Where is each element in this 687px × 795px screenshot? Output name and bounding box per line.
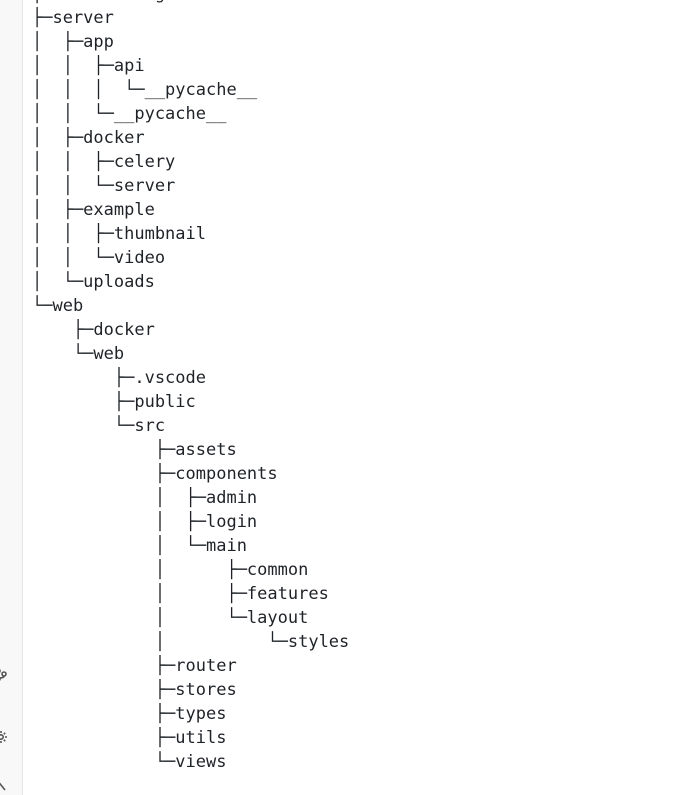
tree-line: │ └─layout: [32, 608, 309, 628]
tree-line: │ ├─docker: [32, 128, 145, 148]
tree-line: ├─types: [32, 704, 227, 724]
tree-line: │ └─uploads: [32, 272, 155, 292]
tree-line: ├─components: [32, 464, 278, 484]
tree-line: │ └─main: [32, 536, 247, 556]
tree-line: ├─utils: [32, 728, 227, 748]
tree-line: │ ├─example: [32, 200, 155, 220]
code-block: ├─docker-images ├─server │ ├─app │ │ ├─a…: [32, 0, 687, 795]
tree-line: └─views: [32, 752, 227, 772]
tree-line: │ └─styles: [32, 632, 350, 652]
tree-line: ├─router: [32, 656, 237, 676]
tree-line: └─web: [32, 296, 84, 316]
tree-line: │ │ └─video: [32, 248, 166, 268]
tree-line: ├─docker: [32, 320, 155, 340]
tree-line: ├─public: [32, 392, 196, 412]
tree-line: │ │ └─server: [32, 176, 176, 196]
tree-line: ├─docker-images: [32, 0, 186, 4]
tree-line: └─web: [32, 344, 125, 364]
tree-line: │ ├─admin: [32, 488, 258, 508]
tree-line: ├─assets: [32, 440, 237, 460]
tree-line: │ ├─app: [32, 32, 114, 52]
directory-tree: ├─docker-images ├─server │ ├─app │ │ ├─a…: [32, 0, 687, 774]
arrow-icon[interactable]: [0, 778, 8, 792]
tree-line: ├─stores: [32, 680, 237, 700]
tree-line: │ ├─common: [32, 560, 309, 580]
tree-line: ├─server: [32, 8, 114, 28]
left-gutter: [0, 0, 23, 795]
tree-line: │ │ ├─thumbnail: [32, 224, 206, 244]
tree-line: └─src: [32, 416, 166, 436]
tree-line: │ │ ├─api: [32, 56, 145, 76]
tree-line: │ │ ├─celery: [32, 152, 176, 172]
tree-line: │ │ └─__pycache__: [32, 104, 227, 124]
branch-icon[interactable]: [0, 668, 8, 682]
tree-line: ├─.vscode: [32, 368, 206, 388]
tree-line: │ ├─features: [32, 584, 329, 604]
tree-line: │ │ │ └─__pycache__: [32, 80, 258, 100]
gear-icon[interactable]: [0, 730, 8, 744]
tree-line: │ ├─login: [32, 512, 258, 532]
